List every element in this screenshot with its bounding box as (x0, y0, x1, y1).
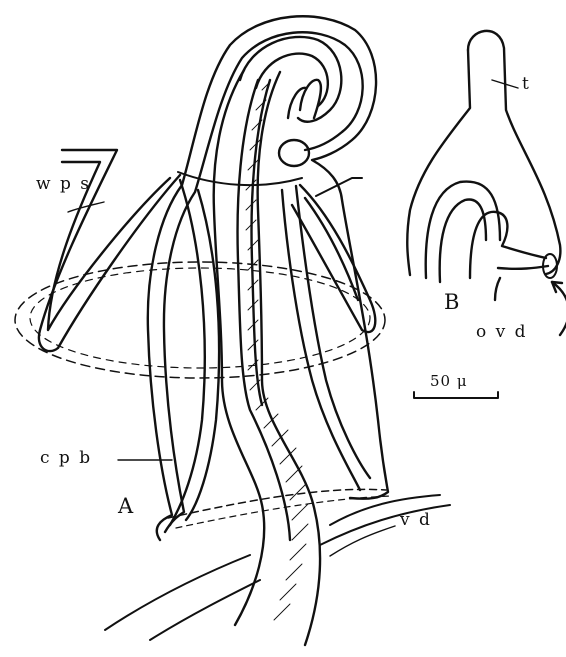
figure-label-a: A (118, 494, 133, 518)
b-inner-u-inner (440, 199, 486, 282)
vd-leader (330, 526, 395, 556)
figure-label-b: B (444, 290, 459, 314)
outer-body-outline (148, 16, 388, 540)
label-cpb: c p b (40, 448, 92, 468)
base-line-1 (105, 555, 250, 630)
scale-bar (414, 392, 498, 398)
b-tube-left (407, 50, 470, 275)
b-inner-u-outer (426, 182, 500, 278)
label-vd: v d (400, 510, 432, 530)
label-wps: w p s (36, 174, 91, 194)
b-lower-stroke (495, 278, 500, 300)
b-tube-outer (468, 31, 560, 274)
b-branch-end (498, 266, 548, 269)
figure-b-drawing (407, 31, 566, 335)
wps-leader (68, 202, 104, 212)
figure-a-drawing (15, 16, 450, 645)
label-t: t (522, 74, 531, 94)
label-ovd: o v d (476, 322, 528, 342)
cpb-channel-outer (170, 180, 205, 525)
top-finger-1 (300, 80, 321, 118)
duct-wall-right (258, 72, 320, 645)
cpb-channel-inner (186, 190, 219, 520)
scale-label: 50 μ (430, 372, 468, 390)
small-vesicle (279, 140, 309, 166)
duct-lumen-left (238, 80, 290, 540)
